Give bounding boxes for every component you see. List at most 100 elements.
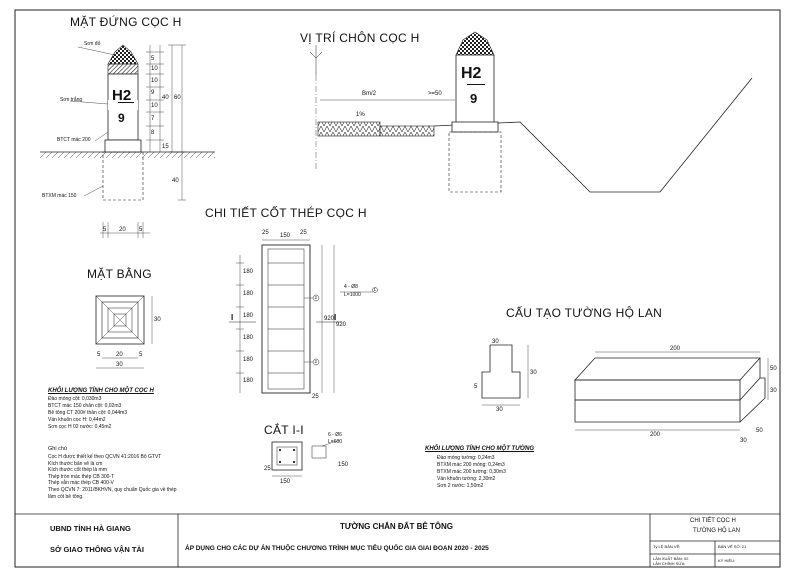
wall-side0: 50: [770, 366, 777, 372]
qty-wall-title: KHỐI LƯỢNG TÍNH CHO MỘT TƯỜNG: [425, 446, 535, 452]
wall-s0: 30: [492, 339, 499, 345]
plan-h: 30: [154, 317, 161, 323]
wall-s2: 30: [496, 407, 503, 413]
org-line-2: SỞ GIAO THÔNG VẬN TẢI: [50, 545, 144, 554]
label-btct: BTCT mác 200: [57, 137, 91, 143]
dim-b2: 5: [139, 227, 143, 233]
rebar-top0: 25: [262, 230, 269, 236]
plan-w: 20: [116, 352, 123, 358]
dim-r0: 5: [151, 56, 155, 62]
dim-r4: 10: [151, 103, 158, 109]
rebar-l2: 180: [243, 313, 254, 319]
dim-b1: 20: [119, 227, 126, 233]
dim-bm2: Bm/2: [362, 91, 377, 97]
dim-r2: 10: [151, 78, 158, 84]
dim-r7: 40: [162, 95, 169, 101]
qty-wall-row: BTXM mác 200 tường: 0,30m3: [437, 469, 506, 475]
dim-r8: 60: [174, 95, 181, 101]
section-callout: 6 - Ø6: [328, 432, 342, 438]
scale-label: Tỷ LỆ BẢN VẼ:: [653, 544, 681, 549]
rebar-r1: 920: [336, 322, 347, 328]
wall-side2: 50: [756, 428, 763, 434]
post-number-elev: 9: [118, 111, 125, 125]
wall-top: 200: [670, 346, 681, 352]
dim-min: >=50: [428, 91, 442, 97]
rebar-mark-1: 1: [373, 286, 377, 292]
sign-label: KÝ HIỆU:: [718, 558, 736, 563]
position-view: [309, 31, 753, 193]
qty-wall-table: KHỐI LƯỢNG TÍNH CHO MỘT TƯỜNG Đào móng t…: [425, 446, 534, 490]
qty-post-table: KHỐI LƯỢNG TÍNH CHO MỘT CỌC H Đào móng c…: [48, 388, 154, 431]
rebar-l1: 180: [243, 291, 254, 297]
cut-mark-right: I: [334, 313, 337, 322]
qty-wall-row: Ván khuôn tường: 2,30m2: [437, 476, 496, 482]
title-rebar: CHI TIẾT CỐT THÉP CỌC H: [205, 206, 367, 220]
rebar-callout-b: L=1000: [344, 292, 361, 298]
rebar-top2: 25: [300, 230, 307, 236]
wall-s1: 5: [474, 384, 478, 390]
rebar-l4: 180: [243, 357, 254, 363]
wall-bottom: 200: [650, 432, 661, 438]
rebar-l3: 180: [243, 335, 254, 341]
section-dim1: 150: [338, 462, 349, 468]
section-view: [271, 439, 341, 477]
org-line-1: UBND TỈNH HÀ GIANG: [50, 524, 131, 533]
note-row: Kích thước bản vẽ là cm: [48, 460, 103, 467]
qty-post-row: Sơn cọc H 02 nước: 0,45m2: [48, 424, 112, 430]
note-row: Kích thước cốt thép là mm: [48, 467, 107, 474]
qty-wall-row: Sơn 2 nước: 1,50m2: [437, 483, 484, 489]
wall-s3: 30: [530, 370, 537, 376]
issue-label: LẦN XUẤT BẢN: 02: [653, 556, 689, 561]
note-row: Thép vằn mác thép CB 400-V: [48, 480, 114, 487]
rebar-mark-2a: 2: [314, 294, 318, 300]
note-row: Theo QCVN 7: 2011/BKHVN, quy chuẩn Quốc …: [48, 486, 177, 493]
plan-view: [95, 295, 153, 369]
title-block-lines: [15, 513, 780, 567]
rebar-l5: 180: [243, 378, 254, 384]
title-section: CẮT I-I: [264, 423, 304, 437]
post-code-elev: H2: [112, 87, 132, 104]
slope-label: 1%: [356, 112, 365, 118]
qty-post-title: KHỐI LƯỢNG TÍNH CHO MỘT CỌC H: [48, 388, 154, 394]
wall-side1: 30: [770, 388, 777, 394]
section-dim0: 150: [280, 479, 291, 485]
sheet-number: BẢN VẼ SỐ: 21: [718, 544, 747, 549]
cut-mark-left: I: [231, 313, 234, 322]
label-son-do: Sơn đỏ: [84, 41, 101, 47]
revision-label: LẦN CHỈNH SỬA:: [653, 561, 686, 566]
wall-view: [481, 344, 769, 431]
rebar-bottom: 25: [312, 394, 319, 400]
note-row: làm cốt bê tông.: [48, 493, 84, 500]
project-line-2: ÁP DỤNG CHO CÁC DỰ ÁN THUỘC CHƯƠNG TRÌNH…: [185, 545, 489, 552]
rebar-view: [229, 239, 378, 394]
title-wall: CẤU TẠO TƯỜNG HỘ LAN: [506, 306, 663, 320]
section-side: 25: [264, 466, 271, 472]
plan-s1: 5: [139, 352, 143, 358]
note-row: Thép tròn mác thép CB 300-T: [48, 473, 115, 480]
post-number-pos: 9: [470, 91, 478, 106]
title-plan: MẶT BẰNG: [87, 267, 152, 281]
dim-b0: 5: [103, 227, 107, 233]
wall-side3: 30: [740, 438, 747, 444]
label-btxm: BTXM mác 150: [42, 193, 77, 199]
post-code-pos: H2: [461, 65, 482, 82]
title-position: VỊ TRÍ CHÔN CỌC H: [300, 31, 420, 45]
rebar-l0: 180: [243, 269, 254, 275]
qty-wall-row: Đào móng tường: 0,24m3: [437, 455, 495, 461]
rebar-top1: 150: [280, 233, 291, 239]
rebar-callout: 4 - Ø8: [344, 284, 358, 290]
project-line-1: TƯỜNG CHẮN ĐẤT BÊ TÔNG: [340, 522, 454, 531]
dim-below: 40: [172, 178, 179, 184]
plan-s0: 5: [97, 352, 101, 358]
qty-post-row: Đào móng cột: 0,030m3: [48, 396, 102, 402]
label-son-trang: Sơn trắng: [60, 97, 83, 103]
dim-r5: 7: [151, 116, 155, 122]
qty-wall-row: BTXM mác 200 móng: 0,24m3: [437, 462, 505, 468]
dim-r3: 9: [151, 90, 155, 96]
dim-r1: 10: [151, 66, 158, 72]
plan-w2: 30: [116, 362, 123, 368]
drawing-name-2: TƯỜNG HỘ LAN: [693, 528, 740, 534]
rebar-mark-2b: 2: [314, 358, 318, 364]
